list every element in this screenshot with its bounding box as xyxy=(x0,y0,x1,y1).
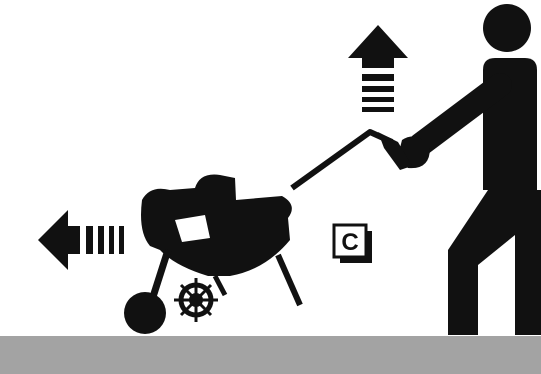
arrow-up-icon xyxy=(348,25,408,112)
callout-c: C xyxy=(334,225,372,263)
arrow-left-icon xyxy=(38,210,124,270)
callout-c-label: C xyxy=(341,229,358,256)
ground-strip xyxy=(0,336,541,374)
person-icon xyxy=(400,4,541,335)
